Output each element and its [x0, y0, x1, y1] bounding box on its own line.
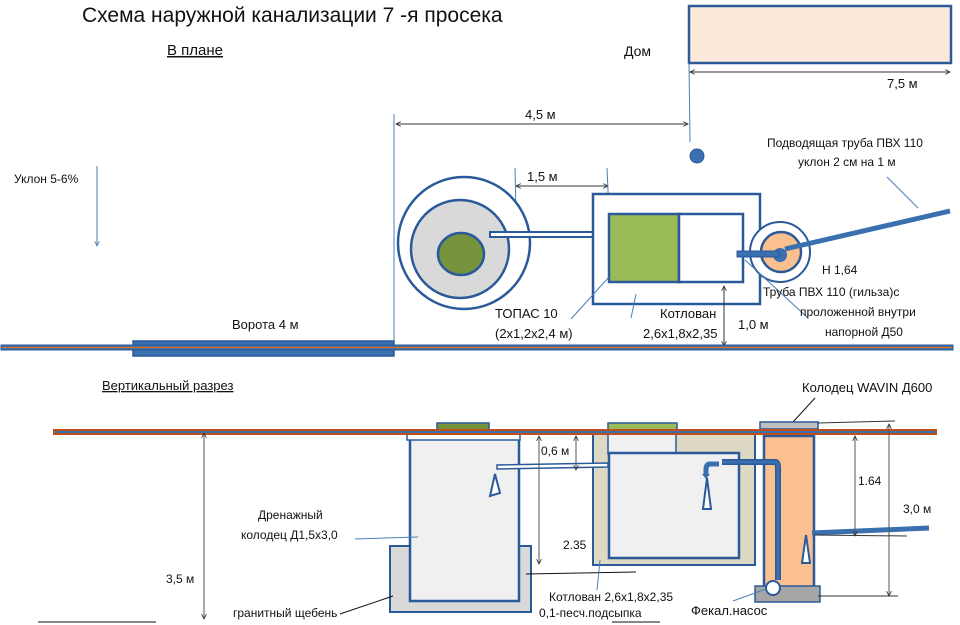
topas-white-section — [677, 212, 745, 284]
diagram-title: Схема наружной канализации 7 -я просека — [82, 4, 503, 27]
inlet-pipe-label-1: Подводящая труба ПВХ 110 — [767, 136, 923, 150]
distance-fence-label: 1,0 м — [738, 317, 769, 332]
wavin-leader — [792, 397, 816, 423]
overflow-pipe-section — [496, 462, 609, 470]
house-width-label: 7,5 м — [887, 76, 918, 91]
drain-well-section — [408, 434, 521, 603]
outlet-arrow-icon — [702, 474, 710, 479]
pit-section-leader — [596, 559, 601, 591]
plan-heading: В плане — [167, 42, 223, 59]
pump-label: Фекал.насос — [691, 603, 768, 618]
flow-marker-drain — [488, 473, 502, 498]
pump-leader — [732, 588, 767, 602]
wavin-inlet-depth-label: 1.64 — [858, 474, 882, 488]
inlet-pipe-plan — [784, 208, 951, 252]
wavin-total-depth-label: 3,0 м — [903, 502, 931, 516]
pit-leader-line — [630, 293, 637, 319]
sleeve-label-1: Труба ПВХ 110 (гильза)с — [763, 285, 899, 299]
depth-h-label: Н 1,64 — [822, 263, 858, 277]
drain-well-gravel — [436, 231, 486, 277]
pit-bottom-line — [525, 571, 637, 575]
pressure-pipe-plan — [736, 250, 780, 258]
house-label: Дом — [624, 43, 651, 59]
pit-section-label-1: Котлован 2,6х1,8х2,35 — [549, 590, 673, 604]
house-rect — [687, 4, 953, 65]
fecal-pump — [765, 580, 781, 596]
topas-label-2: (2х1,2х2,4 м) — [495, 326, 573, 341]
wavin-inlet-extension — [813, 534, 908, 537]
house-outlet-point — [689, 148, 705, 164]
house-extension-line — [688, 62, 691, 143]
flow-marker-wavin — [800, 534, 812, 564]
pipe-depth-label: 0,6 м — [541, 444, 569, 458]
sleeve-label-2: проложенной внутри — [800, 305, 916, 319]
section-heading: Вертикальный разрез — [102, 378, 233, 393]
total-depth-label: 3,5 м — [166, 572, 194, 586]
pit-depth-label: 2.35 — [563, 538, 587, 552]
topas-label-1: ТОПАС 10 — [495, 306, 558, 321]
pressure-pipe-inner — [722, 460, 780, 580]
drain-well-label-1: Дренажный — [258, 508, 323, 522]
topas-leader-line — [570, 276, 610, 320]
sleeve-label-3: напорной Д50 — [825, 325, 903, 339]
topas-neck — [607, 433, 677, 455]
pit-section-label-2: 0,1-песч.подсыпка — [539, 606, 642, 620]
sleeve-leader — [744, 259, 809, 319]
distance-tank-label: 1,5 м — [527, 169, 558, 184]
topas-section — [607, 451, 741, 560]
wavin-top-extension — [817, 420, 896, 424]
drain-well-leader — [354, 536, 419, 540]
gravel-label: гранитный щебень — [233, 606, 337, 620]
pressure-pipe-outlet — [703, 461, 719, 475]
wavin-label: Колодец WAVIN Д600 — [802, 380, 932, 395]
wavin-base — [754, 585, 821, 603]
inlet-pipe-label-2: уклон 2 см на 1 м — [798, 155, 896, 169]
flow-marker-topas — [701, 477, 713, 510]
wavin-lid — [759, 421, 819, 430]
inlet-pipe-leader — [886, 176, 919, 209]
pit-label-2: 2,6х1,8х2,35 — [643, 326, 717, 341]
topas-green-section — [607, 212, 681, 284]
inlet-pipe-section — [811, 525, 930, 536]
slope-label: Уклон 5-6% — [14, 172, 79, 186]
gate-label: Ворота 4 м — [232, 317, 299, 332]
distance-house-label: 4,5 м — [525, 107, 556, 122]
drain-well-label-2: колодец Д1,5х3,0 — [241, 528, 338, 542]
gravel-leader — [339, 595, 394, 615]
pit-label-1: Котлован — [660, 306, 716, 321]
